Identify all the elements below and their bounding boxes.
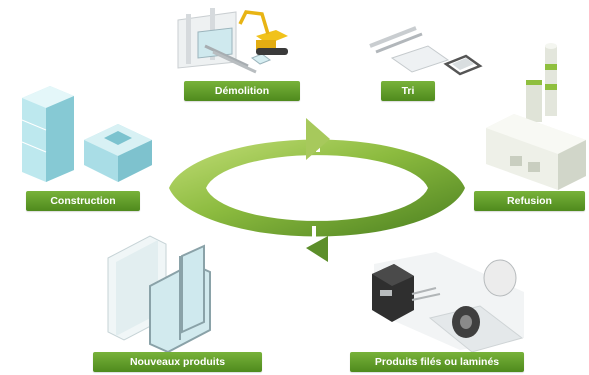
demolition-site-icon bbox=[177, 8, 288, 74]
rolled-sheet-extrusion-icon bbox=[372, 252, 524, 353]
sorted-profiles-icon bbox=[369, 26, 483, 76]
stage-label-nouveaux-produits: Nouveaux produits bbox=[93, 352, 262, 372]
glass-buildings-icon bbox=[21, 86, 152, 182]
cycle-arrow-top-icon bbox=[306, 118, 330, 160]
cycle-arrow-bottom-icon bbox=[306, 236, 328, 262]
stage-label-construction: Construction bbox=[26, 191, 140, 211]
stage-label-refusion: Refusion bbox=[474, 191, 585, 211]
stage-label-tri: Tri bbox=[381, 81, 435, 101]
stage-label-produits-files: Produits filés ou laminés bbox=[350, 352, 524, 372]
window-panes-icon bbox=[107, 235, 211, 354]
stage-label-demolition: Démolition bbox=[184, 81, 300, 101]
smelting-plant-icon bbox=[486, 43, 586, 190]
